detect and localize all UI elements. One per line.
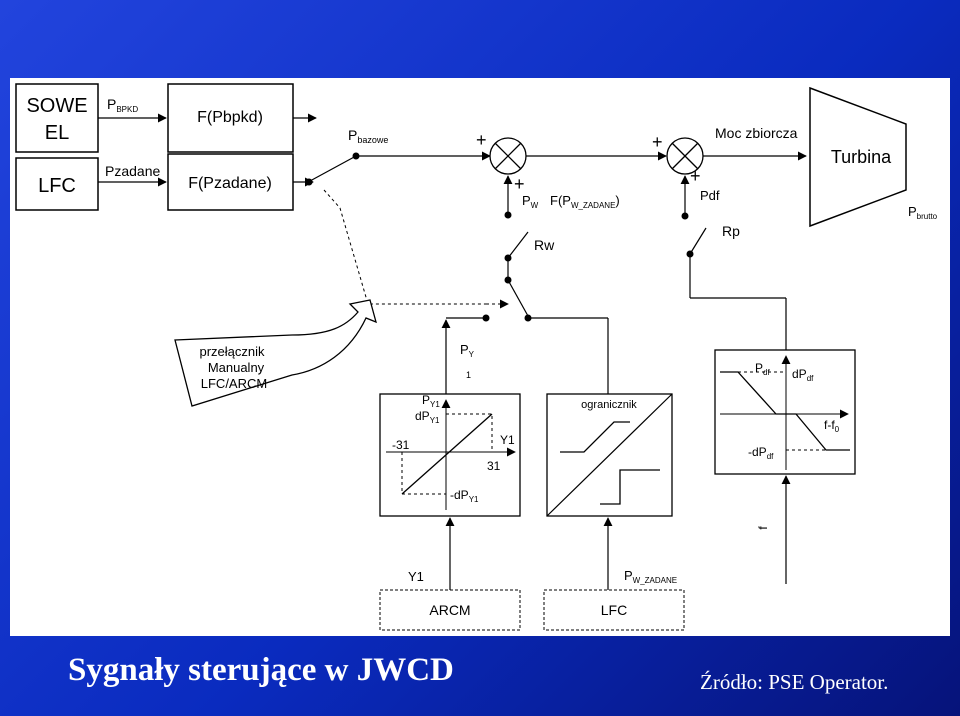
moc-zbiorcza-label: Moc zbiorcza	[715, 125, 798, 141]
el-label: EL	[45, 122, 69, 144]
callout-line-2: Manualny	[208, 360, 265, 375]
lfc-target-block: LFC	[543, 589, 685, 631]
source-note: Źródło: PSE Operator.	[700, 670, 889, 694]
plus-sign-3: +	[652, 132, 663, 152]
f-pzadane-label: F(Pzadane)	[188, 175, 272, 192]
arcm-source-block: ARCM	[379, 589, 521, 631]
f-pw-zadane-label: F(PW_ZADANE)	[550, 193, 620, 210]
arcm-neg31-label: -31	[392, 438, 410, 452]
arcm-pos31-label: 31	[487, 459, 501, 473]
f-pbpkd-label: F(Pbpkd)	[197, 109, 263, 126]
rp-label: Rp	[722, 223, 740, 239]
pdf-label: Pdf	[700, 188, 720, 203]
callout-line-1: przełącznik	[199, 344, 265, 359]
sowe-label: SOWE	[26, 95, 87, 117]
py-small-label: 1	[466, 370, 471, 380]
turbine-block: Turbina	[809, 86, 907, 228]
arcm-y1-axis-label: Y1	[500, 433, 515, 447]
df-ff0-label: f-f0	[824, 418, 840, 434]
mode-switch	[507, 279, 529, 317]
base-switch	[309, 155, 357, 182]
y1-bottom-label: Y1	[408, 569, 424, 584]
plus-sign-4: +	[690, 166, 701, 186]
arcm-label: ARCM	[429, 602, 470, 618]
pw-zadane-bottom-label: PW_ZADANE	[624, 568, 677, 585]
p-brutto-label: Pbrutto	[908, 204, 938, 221]
rw-switch	[507, 231, 529, 259]
f-input-label: f	[756, 526, 770, 530]
ogranicznik-label: ogranicznik	[581, 399, 637, 411]
arcm-characteristic-block: PY1 dPY1 -31 Y1 31 -dPY1	[379, 393, 521, 517]
slide-title: Sygnały sterujące w JWCD	[68, 652, 454, 688]
lfc-bottom-label: LFC	[601, 602, 627, 618]
f-pzadane-block: F(Pzadane)	[167, 153, 294, 211]
turbina-label: Turbina	[831, 147, 892, 167]
lfc-label: LFC	[38, 175, 76, 197]
p-bpkd-label: PBPKD	[107, 96, 138, 114]
lfc-source-block: LFC	[15, 157, 99, 211]
plus-sign-1: +	[476, 130, 487, 150]
df-characteristic-block: Pdf dPdf f-f0 -dPdf	[714, 349, 856, 475]
plus-sign-2: +	[514, 174, 525, 194]
control-signals-diagram: SOWE EL LFC F(Pbpkd) F(Pzadane) PBPKD Pz…	[10, 78, 950, 636]
py-label: PY	[460, 342, 475, 359]
f-pbpkd-block: F(Pbpkd)	[167, 83, 294, 153]
rw-label: Rw	[534, 237, 555, 253]
arcm-py1-label: PY1	[422, 393, 440, 409]
pzadane-label: Pzadane	[105, 163, 160, 179]
df-line	[720, 371, 850, 451]
arcm-dpy1-label: dPY1	[415, 409, 440, 425]
df-pdf-label: Pdf	[755, 361, 770, 377]
p-bazowe-label: Pbazowe	[348, 127, 388, 145]
arcm-neg-dpy1-label: -dPY1	[450, 488, 479, 504]
callout-line-3: LFC/ARCM	[201, 376, 267, 391]
summing-junction-1	[489, 137, 527, 175]
ogranicznik-block: ogranicznik	[546, 393, 673, 517]
arcm-line	[401, 413, 493, 495]
pw-label: PW	[522, 193, 539, 210]
df-dpdf-label: dPdf	[792, 367, 814, 383]
sowe-el-block: SOWE EL	[15, 83, 99, 153]
manual-switch-callout: przełącznik Manualny LFC/ARCM	[174, 299, 377, 407]
diagram-canvas: SOWE EL LFC F(Pbpkd) F(Pzadane) PBPKD Pz…	[15, 83, 938, 631]
summing-junction-2	[666, 137, 704, 175]
rp-switch	[689, 227, 707, 255]
df-neg-dpdf-label: -dPdf	[748, 445, 774, 461]
